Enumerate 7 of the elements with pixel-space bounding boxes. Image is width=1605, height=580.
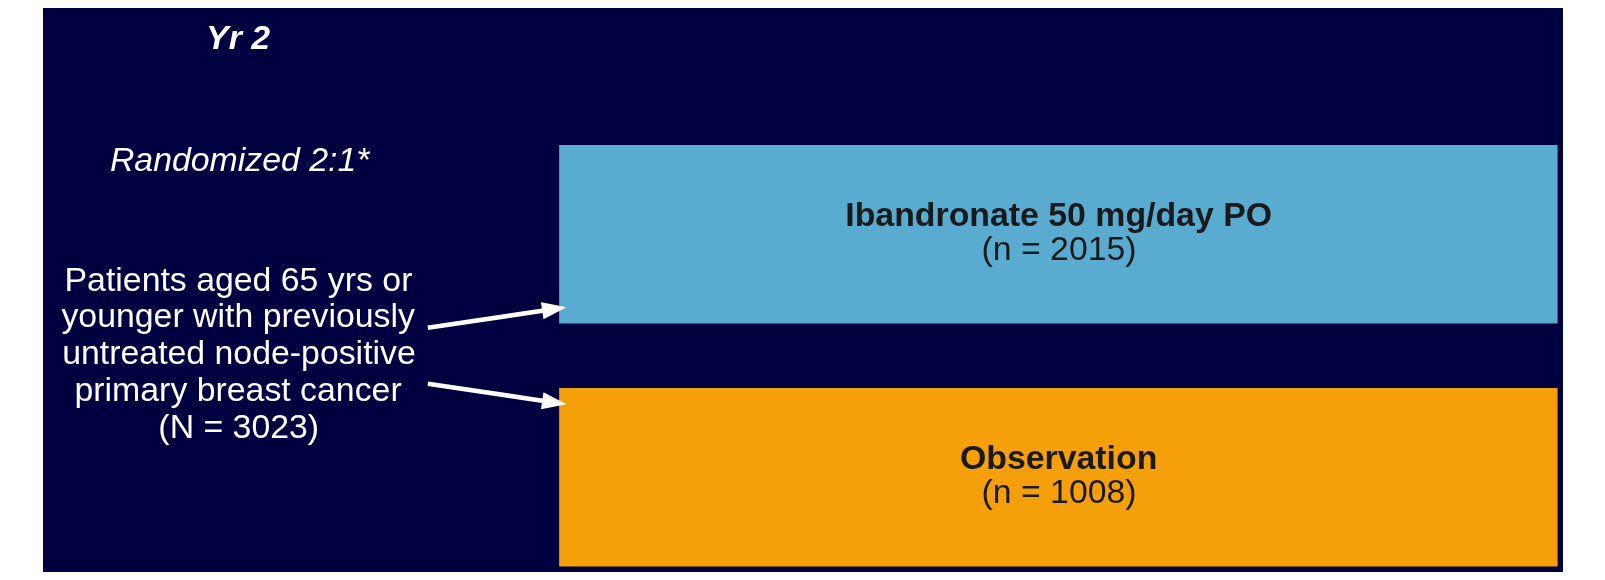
node-box: Observation (n = 1008) [558, 388, 1558, 567]
arrow [427, 302, 567, 331]
node-text: Patients aged 65 yrs or younger with previously untreated node-positive primary breast cancer (N = 3023) [60, 259, 416, 446]
label: Yr 2 [205, 18, 270, 56]
arrow [427, 381, 567, 410]
node-box: Ibandronate 50 mg/day PO (n = 2015) [558, 145, 1558, 324]
label: Randomized 2:1* [109, 139, 369, 178]
